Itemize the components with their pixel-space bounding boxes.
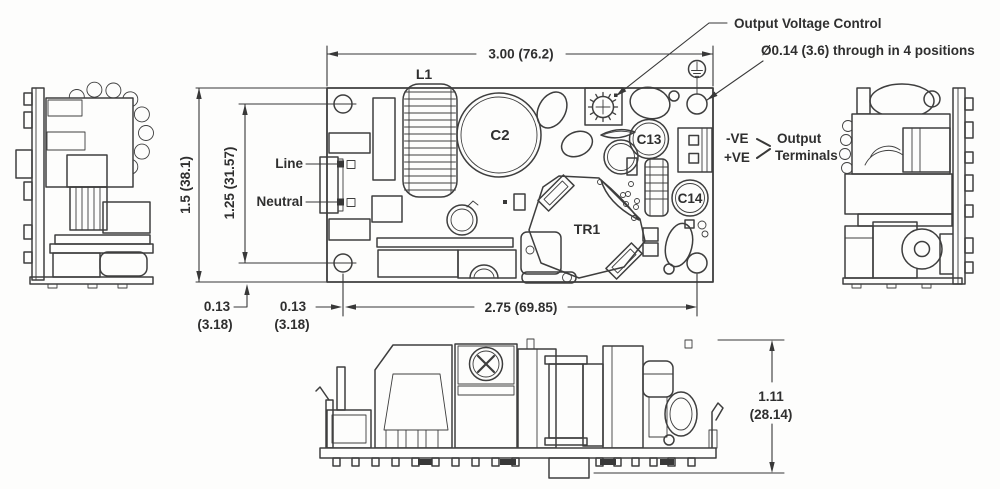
bobbin	[69, 186, 108, 231]
output-terminals-callout: -VE +VE Output Terminals	[724, 131, 838, 165]
neutral-callout: Neutral	[256, 194, 344, 209]
dim-board-width: 3.00 (76.2)	[488, 47, 553, 62]
earth-ground-icon	[687, 59, 707, 95]
leader-annotations: Output Voltage Control Ø0.14 (3.6) throu…	[256, 16, 974, 209]
right-view-pins	[964, 97, 974, 274]
screw-head-icon	[468, 346, 504, 382]
pcb-edge	[952, 87, 966, 285]
dimension-lines: 3.00 (76.2) 1.5 (38.1) 1.25 (31.57) 0.13…	[178, 45, 793, 474]
label-c14: C14	[678, 191, 703, 206]
label-neutral: Neutral	[256, 194, 303, 209]
label-neg-terminal: -VE	[726, 131, 749, 146]
dim-hole-offset-horizontal-mm: (3.18)	[274, 317, 309, 332]
pcb-strip	[319, 447, 717, 459]
label-tr1: TR1	[574, 221, 601, 237]
output-connector	[677, 127, 713, 173]
through-hole-callout: Ø0.14 (3.6) through in 4 positions	[706, 43, 975, 101]
dim-hole-offset-horizontal-group: 0.13 (3.18)	[274, 299, 342, 332]
label-pos-terminal: +VE	[724, 150, 750, 165]
mounting-hole-bottom-right	[686, 252, 708, 274]
diode-diagonal	[605, 242, 643, 280]
dim-profile-height: 1.11	[758, 389, 784, 404]
round-capacitor	[664, 391, 698, 437]
output-voltage-control-callout: Output Voltage Control	[615, 16, 881, 97]
diode-diagonal	[537, 174, 575, 212]
banded-capacitor	[644, 158, 669, 217]
neutral-pin	[346, 198, 356, 207]
line-callout: Line	[275, 156, 344, 171]
label-output-terminals-1: Output	[777, 131, 822, 146]
dim-hole-pitch-vertical-group: 1.25 (31.57)	[222, 103, 357, 264]
heatsink-block	[520, 231, 577, 284]
capacitor-oval	[560, 130, 594, 158]
component-labels: L1 C2 C13 C14 TR1	[416, 66, 703, 237]
dim-hole-pitch-horizontal: 2.75 (69.85)	[485, 300, 558, 315]
bottom-pins	[332, 457, 696, 467]
winding-hatch	[857, 213, 953, 227]
winding-hatch	[102, 201, 151, 234]
capacitor-ring	[603, 139, 639, 175]
dim-board-width-group: 3.00 (76.2)	[326, 45, 714, 87]
transformer-winding	[544, 355, 588, 446]
label-c2: C2	[490, 127, 509, 144]
capacitor-cylinder	[642, 360, 674, 398]
label-line: Line	[275, 156, 303, 171]
dim-board-height: 1.5 (38.1)	[178, 156, 193, 214]
pcb-edge	[31, 87, 45, 281]
dim-hole-offset-vertical: 0.13	[204, 299, 231, 314]
hanging-connector	[548, 457, 590, 479]
dim-hole-offset-vertical-mm: (3.18)	[197, 317, 232, 332]
label-output-terminals-2: Terminals	[775, 148, 838, 163]
pos-terminal-pin	[688, 152, 700, 164]
dim-hole-pitch-vertical: 1.25 (31.57)	[222, 147, 237, 220]
dim-profile-height-mm: (28.14)	[750, 407, 793, 422]
left-view-pins	[15, 92, 33, 264]
pcb-top-view	[319, 59, 714, 284]
small-coil	[446, 200, 479, 236]
dim-hole-pitch-horizontal-group: 2.75 (69.85)	[342, 273, 698, 317]
capacitor-c14	[671, 179, 709, 217]
annotation-through-holes: Ø0.14 (3.6) through in 4 positions	[761, 43, 975, 58]
capacitor-c2	[456, 92, 542, 178]
dim-hole-offset-horizontal: 0.13	[280, 299, 307, 314]
pcb-left-side-view	[15, 81, 154, 289]
label-c13: C13	[637, 132, 662, 147]
capacitor-oval	[536, 91, 568, 129]
dim-profile-height-group: 1.11 (28.14)	[593, 339, 793, 474]
pcb-bottom-view	[315, 338, 724, 479]
dim-board-height-group: 1.5 (38.1)	[178, 87, 327, 283]
label-l1: L1	[416, 66, 433, 82]
output-voltage-potentiometer	[584, 87, 623, 126]
line-pin	[346, 160, 356, 169]
input-connector	[319, 132, 371, 241]
board-outline	[326, 87, 714, 283]
neg-terminal-pin	[688, 134, 700, 146]
round-capacitor	[901, 228, 943, 270]
screw-block	[454, 343, 518, 449]
dim-hole-offset-vertical-group: 0.13 (3.18)	[197, 284, 250, 332]
annotation-output-voltage-control: Output Voltage Control	[734, 16, 881, 31]
dome-component	[469, 264, 499, 279]
capacitor-c13	[628, 118, 670, 160]
capacitor-oval	[629, 86, 671, 120]
transformer-body	[45, 97, 134, 188]
pcb-right-side-view	[839, 83, 974, 289]
input-module	[374, 344, 453, 449]
